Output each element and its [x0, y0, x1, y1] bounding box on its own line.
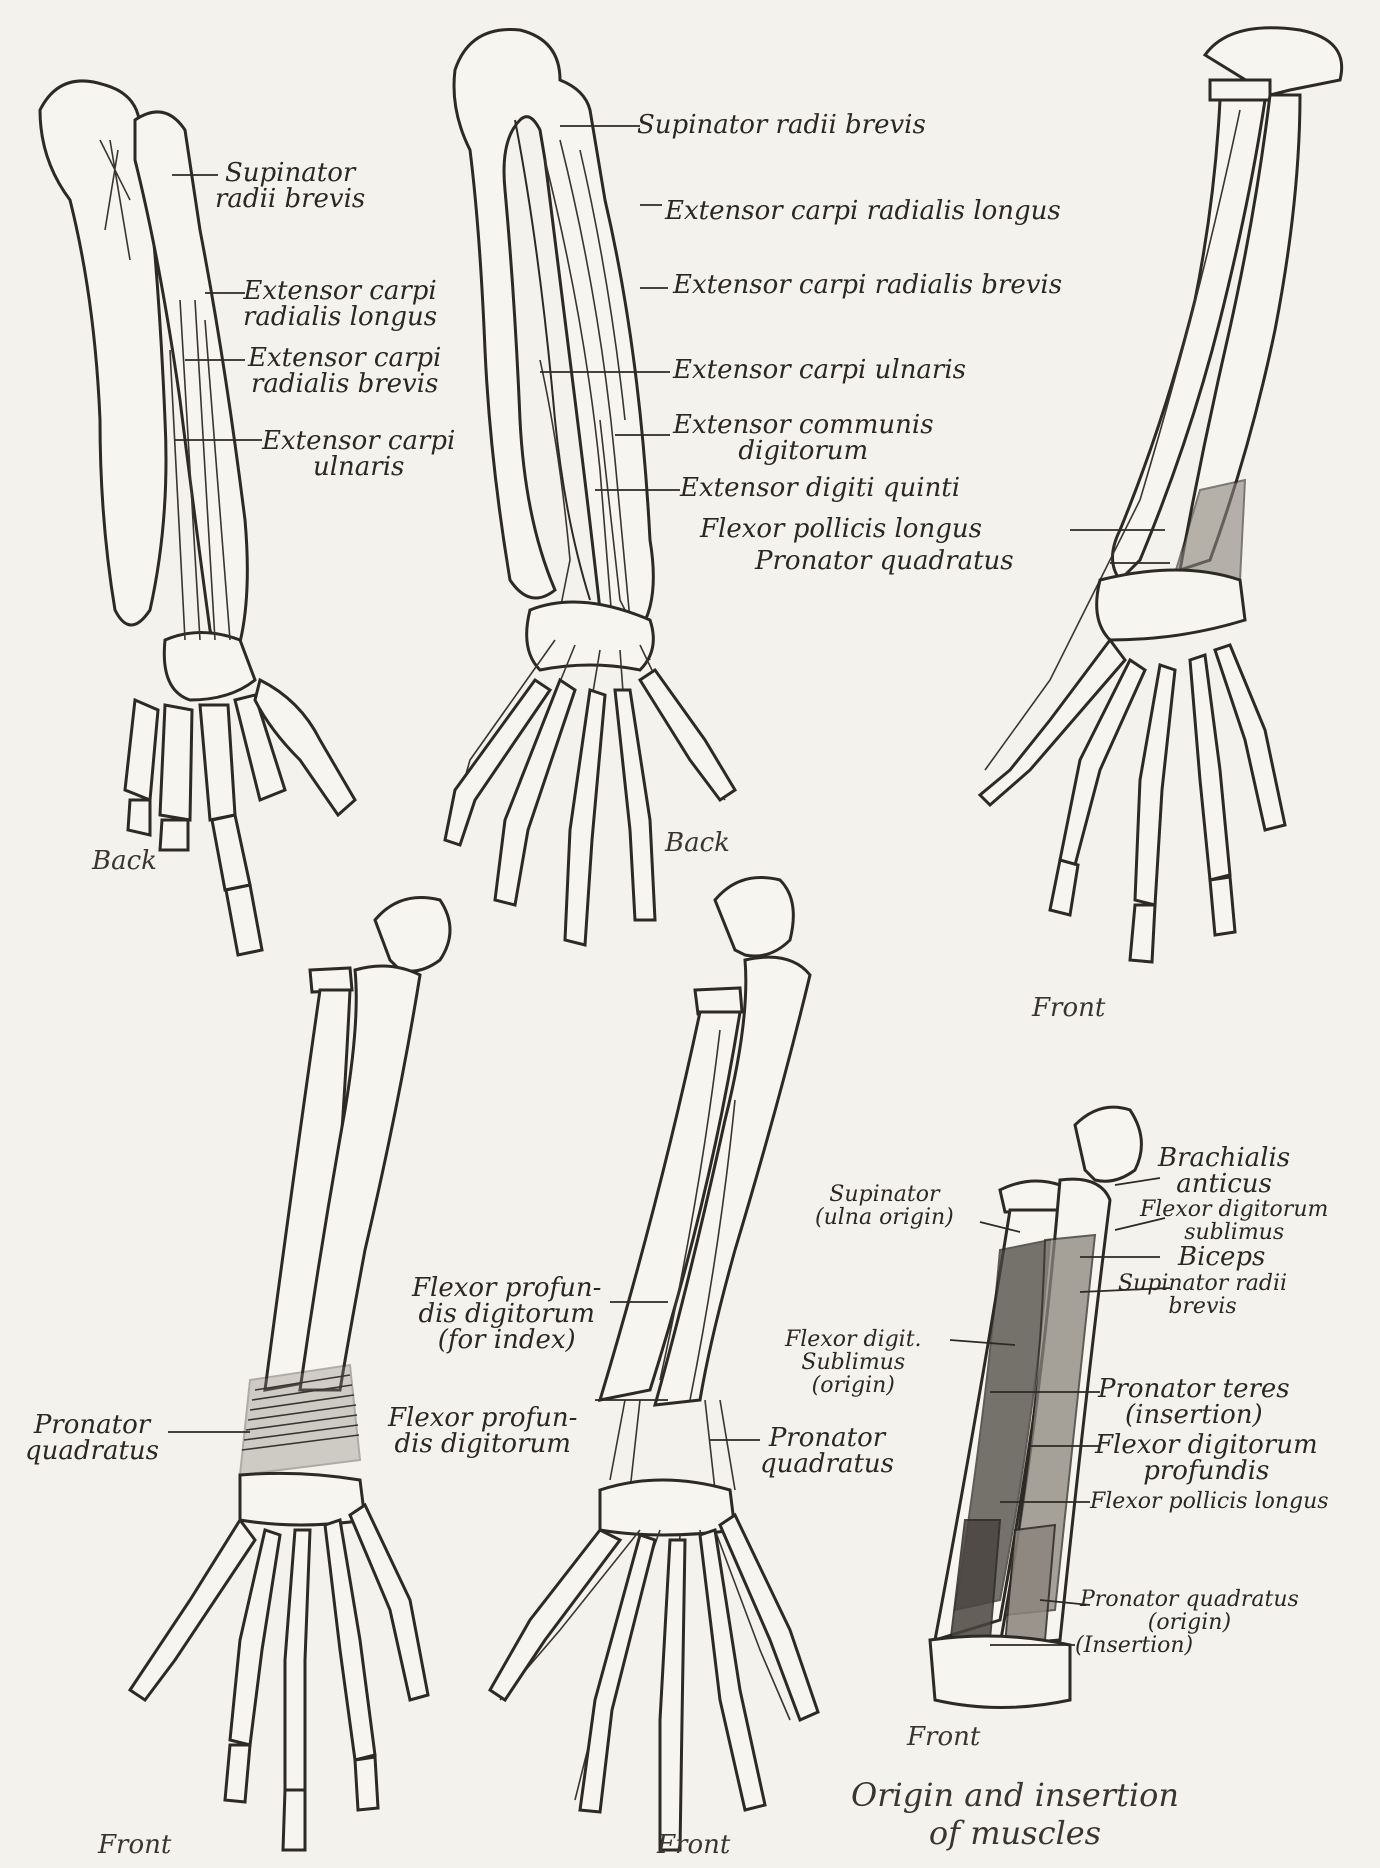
caption-back-2: Back [665, 828, 730, 858]
label-extensor-communis-digitorum: Extensor communis digitorum [673, 412, 934, 464]
label-brachialis-anticus: Brachialis anticus [1158, 1145, 1290, 1197]
label-extensor-carpi-radialis-longus-2: Extensor carpi radialis longus [665, 198, 1061, 224]
label-pronator-quadratus-5: Pronator quadratus [760, 1425, 894, 1477]
figure-front-3-drawing [980, 28, 1342, 962]
label-pronator-teres-insertion: Pronator teres (insertion) [1098, 1376, 1290, 1428]
label-pronator-quadratus-origin: Pronator quadratus (origin) [1080, 1588, 1299, 1634]
figure-front-4-drawing [130, 898, 450, 1851]
label-flexor-digitorum-sublimus: Flexor digitorum sublimus [1140, 1198, 1328, 1244]
label-biceps: Biceps [1178, 1244, 1265, 1270]
caption-front-4: Front [98, 1830, 171, 1860]
label-pronator-quadratus-3: Pronator quadratus [755, 548, 1014, 574]
label-supinator-radii-brevis-2: Supinator radii brevis [637, 112, 926, 138]
label-pronator-quadratus-4: Pronator quadratus [25, 1412, 159, 1464]
caption-front-5: Front [657, 1830, 730, 1860]
figure-front-5-drawing [490, 878, 818, 1851]
label-extensor-carpi-radialis-brevis-2: Extensor carpi radialis brevis [673, 272, 1062, 298]
label-flexor-pollicis-longus-6: Flexor pollicis longus [1090, 1490, 1329, 1513]
label-flexor-pollicis-longus-3: Flexor pollicis longus [700, 516, 982, 542]
caption-front-3: Front [1032, 993, 1105, 1023]
label-flexor-digit-sublimus-origin: Flexor digit. Sublimus (origin) [785, 1328, 922, 1397]
label-supinator-radii-brevis-1: Supinator radii brevis [215, 160, 365, 212]
label-supinator-radii-brevis-6: Supinator radii brevis [1118, 1272, 1287, 1318]
label-supinator-ulna-origin: Supinator (ulna origin) [815, 1183, 954, 1229]
label-pronator-quadratus-insertion: (Insertion) [1075, 1634, 1193, 1657]
caption-front-6: Front [907, 1722, 980, 1752]
label-extensor-carpi-radialis-brevis-1: Extensor carpi radialis brevis [248, 345, 441, 397]
label-flexor-profundis-digitorum-index: Flexor profun- dis digitorum (for index) [412, 1275, 601, 1353]
label-extensor-carpi-radialis-longus-1: Extensor carpi radialis longus [243, 278, 437, 330]
plate-title: Origin and insertion of muscles [815, 1776, 1215, 1852]
label-extensor-carpi-ulnaris-1: Extensor carpi ulnaris [262, 428, 455, 480]
label-extensor-carpi-ulnaris-2: Extensor carpi ulnaris [673, 357, 966, 383]
label-flexor-profundis-digitorum: Flexor profun- dis digitorum [388, 1405, 577, 1457]
label-flexor-digitorum-profundis: Flexor digitorum profundis [1095, 1432, 1318, 1484]
label-extensor-digiti-quinti: Extensor digiti quinti [680, 475, 960, 501]
caption-back-1: Back [92, 846, 157, 876]
